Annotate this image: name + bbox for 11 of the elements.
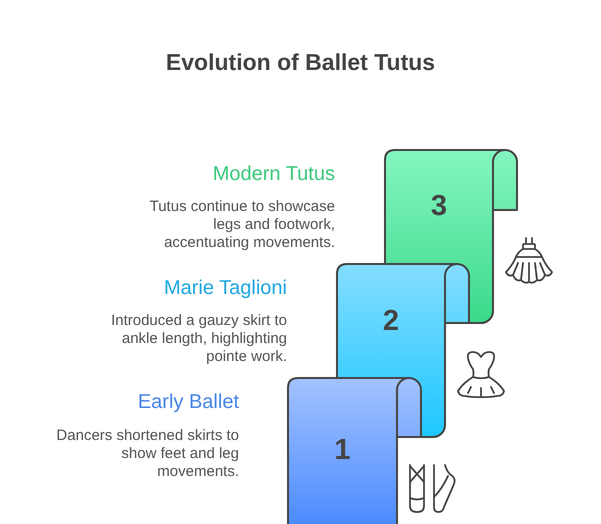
step-description: Dancers shortened skirts to show feet and leg movements.	[55, 427, 239, 481]
scroll-banner	[287, 377, 422, 524]
step-number: 1	[334, 439, 351, 461]
step-description: Introduced a gauzy skirt to ankle length, highlighting pointe work.	[110, 312, 287, 366]
step-description: Tutus continue to showcase legs and footwork, accentuating movements.	[148, 198, 335, 252]
step-heading: Early Ballet	[138, 390, 239, 414]
step-number: 3	[430, 195, 448, 217]
diagram-title: Evolution of Ballet Tutus	[166, 48, 436, 76]
step-heading: Modern Tutus	[212, 162, 335, 186]
step-number: 2	[382, 310, 400, 332]
step-heading: Marie Taglioni	[164, 276, 287, 300]
